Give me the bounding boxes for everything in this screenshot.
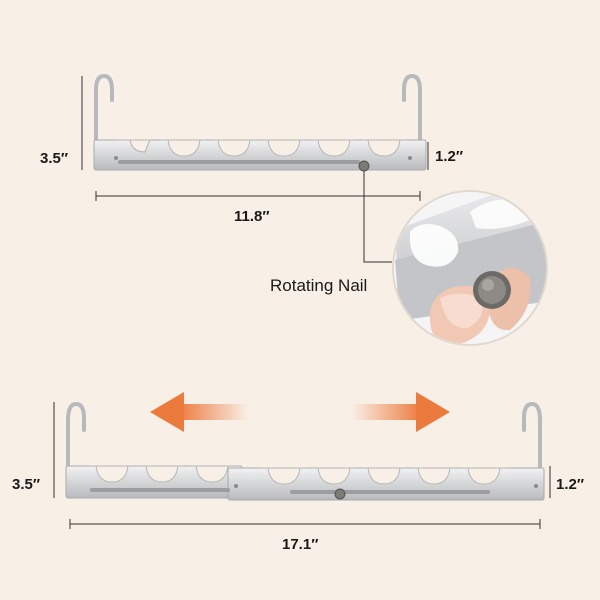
bottom-width-label: 17.1″ [282, 536, 319, 553]
left-hook [94, 73, 114, 152]
bottom-depth-label: 1.2″ [556, 476, 585, 493]
arrow-right-icon [352, 392, 450, 432]
rotating-nail-zoom [392, 190, 548, 346]
bottom-hanger [65, 401, 545, 501]
rotating-nail-label: Rotating Nail [270, 276, 368, 295]
top-hanger [93, 73, 427, 172]
top-dimensions [81, 76, 429, 263]
right-hook [402, 73, 422, 152]
rotating-nail-bottom [334, 488, 346, 500]
arrow-left-icon [150, 392, 248, 432]
bottom-dimensions [53, 402, 551, 529]
top-height-label: 3.5″ [40, 150, 69, 167]
top-depth-label: 1.2″ [435, 148, 464, 165]
top-width-label: 11.8″ [234, 208, 270, 225]
expand-arrows [150, 392, 450, 432]
right-hook [522, 401, 542, 492]
left-hook [66, 401, 86, 492]
rotating-nail-top [358, 160, 370, 172]
bottom-height-label: 3.5″ [12, 476, 41, 493]
